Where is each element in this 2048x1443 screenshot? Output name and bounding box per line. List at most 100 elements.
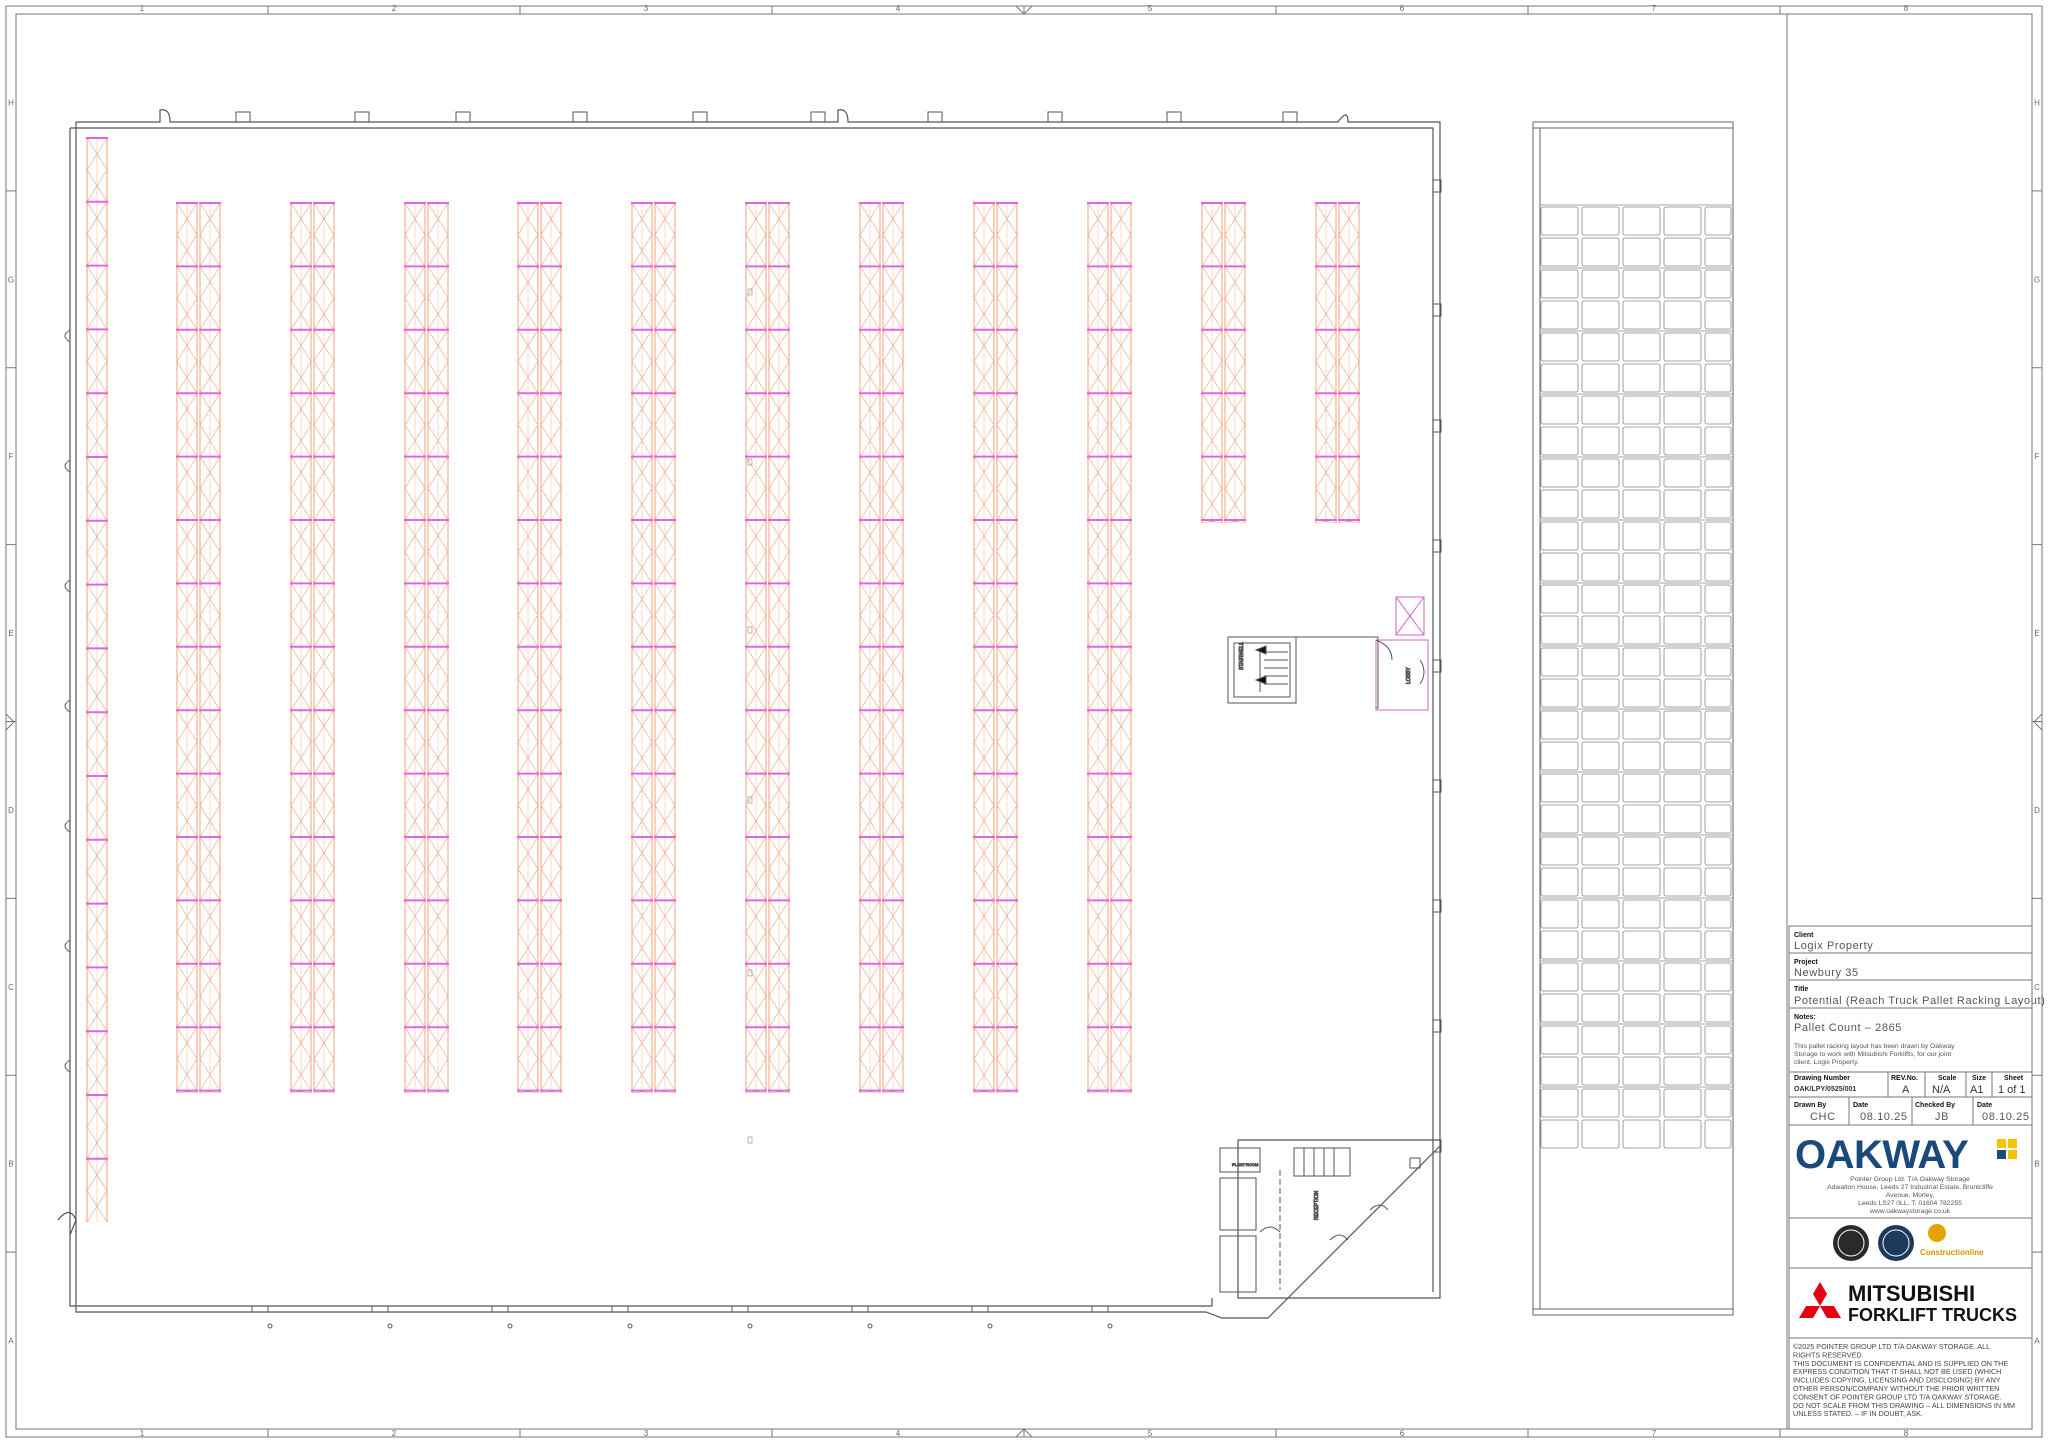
double-rack-run xyxy=(1087,202,1109,1094)
checked-by-value: JB xyxy=(1935,1111,1949,1123)
parking-bay xyxy=(1622,1025,1661,1055)
drawing-number-value: OAK/LPY/0525/001 xyxy=(1794,1086,1856,1093)
parking-bay xyxy=(1622,741,1661,771)
parking-bay xyxy=(1704,647,1732,677)
grid-column-label: 4 xyxy=(896,1429,901,1438)
grid-row-label: G xyxy=(8,275,14,284)
parking-bay xyxy=(1704,426,1732,456)
grid-row-label: E xyxy=(8,629,13,638)
double-rack-run xyxy=(768,202,790,1094)
double-rack-run xyxy=(996,202,1018,1094)
parking-bay xyxy=(1581,1088,1620,1118)
parking-bay xyxy=(1704,1025,1732,1055)
double-rack-run xyxy=(882,202,904,1094)
rev-value: A xyxy=(1902,1084,1910,1096)
parking-bay xyxy=(1622,615,1661,645)
grid-column-label: 4 xyxy=(896,4,901,13)
parking-bay xyxy=(1581,332,1620,362)
double-rack-run xyxy=(631,202,653,1094)
sheet-value: 1 of 1 xyxy=(1998,1084,2026,1096)
parking-bay xyxy=(1540,1119,1579,1149)
yard-area xyxy=(1532,121,1734,1316)
grid-row-label: B xyxy=(8,1160,13,1169)
parking-bay xyxy=(1704,899,1732,929)
grid-column-label: 2 xyxy=(392,1429,397,1438)
parking-bay xyxy=(1663,521,1702,551)
parking-bay xyxy=(1622,899,1661,929)
parking-bay xyxy=(1581,269,1620,299)
double-rack-run xyxy=(199,202,221,1094)
parking-bay xyxy=(1540,269,1579,299)
grid-column-label: 6 xyxy=(1400,4,1405,13)
parking-bay xyxy=(1540,867,1579,897)
parking-bay xyxy=(1663,615,1702,645)
mitsubishi-logo-line1: MITSUBISHI xyxy=(1848,1281,1975,1306)
grid-column-label: 2 xyxy=(392,4,397,13)
parking-bay xyxy=(1663,1088,1702,1118)
date2-value: 08.10.25 xyxy=(1982,1111,2030,1123)
mitsubishi-logo-mark xyxy=(1799,1282,1841,1318)
parking-bay xyxy=(1663,300,1702,330)
title-value: Potential (Reach Truck Pallet Racking La… xyxy=(1794,995,2045,1007)
double-rack-run xyxy=(313,202,335,1094)
parking-bay xyxy=(1581,552,1620,582)
parking-bay xyxy=(1622,647,1661,677)
parking-bay xyxy=(1581,237,1620,267)
parking-bay xyxy=(1704,836,1732,866)
drawn-by-label: Drawn By xyxy=(1794,1102,1826,1109)
parking-bay xyxy=(1704,1056,1732,1086)
parking-bay xyxy=(1581,678,1620,708)
constructionline-badge: Constructionline xyxy=(1920,1248,1984,1257)
parking-bay xyxy=(1581,836,1620,866)
parking-bay xyxy=(1540,899,1579,929)
parking-bay xyxy=(1581,1025,1620,1055)
parking-bay xyxy=(1581,804,1620,834)
parking-bay xyxy=(1704,773,1732,803)
parking-bay xyxy=(1540,300,1579,330)
parking-bay xyxy=(1540,1088,1579,1118)
parking-bay xyxy=(1581,426,1620,456)
parking-bay xyxy=(1540,489,1579,519)
parking-bay xyxy=(1663,678,1702,708)
parking-bay xyxy=(1704,300,1732,330)
reception-label: RECEPTION xyxy=(1314,1190,1320,1220)
double-rack-run xyxy=(1201,202,1223,524)
parking-bay xyxy=(1581,899,1620,929)
title-block: Client Logix Property Project Newbury 35… xyxy=(1788,925,2045,1430)
parking-bay xyxy=(1663,269,1702,299)
parking-bay xyxy=(1622,521,1661,551)
parking-bay xyxy=(1704,678,1732,708)
parking-bay xyxy=(1704,521,1732,551)
scale-label: Scale xyxy=(1938,1075,1956,1082)
parking-bay xyxy=(1704,962,1732,992)
parking-bay xyxy=(1663,710,1702,740)
single-rack-run xyxy=(86,137,108,1223)
parking-bay xyxy=(1540,1025,1579,1055)
notes-text: This pallet racking layout has been draw… xyxy=(1794,1043,1955,1066)
grid-column-label: 3 xyxy=(644,1429,649,1438)
pallet-racking xyxy=(86,137,1360,1223)
parking-bay xyxy=(1581,363,1620,393)
parking-bay xyxy=(1663,584,1702,614)
parking-bay xyxy=(1663,836,1702,866)
parking-bay xyxy=(1581,1119,1620,1149)
parking-bay xyxy=(1663,930,1702,960)
double-rack-run xyxy=(859,202,881,1094)
parking-bay xyxy=(1622,206,1661,236)
parking-bay xyxy=(1581,1056,1620,1086)
parking-bay xyxy=(1663,552,1702,582)
parking-bay xyxy=(1663,647,1702,677)
parking-bay xyxy=(1622,426,1661,456)
parking-bay xyxy=(1540,584,1579,614)
parking-bay xyxy=(1540,993,1579,1023)
accreditation-badges: Constructionline xyxy=(1833,1224,1984,1261)
double-rack-run xyxy=(427,202,449,1094)
parking-bay xyxy=(1704,584,1732,614)
wall-column-marks xyxy=(64,111,1442,1329)
grid-row-label: B xyxy=(2034,1160,2039,1169)
parking-bay xyxy=(1540,395,1579,425)
parking-bay xyxy=(1663,1025,1702,1055)
parking-bay xyxy=(1622,678,1661,708)
grid-row-label: F xyxy=(9,452,14,461)
